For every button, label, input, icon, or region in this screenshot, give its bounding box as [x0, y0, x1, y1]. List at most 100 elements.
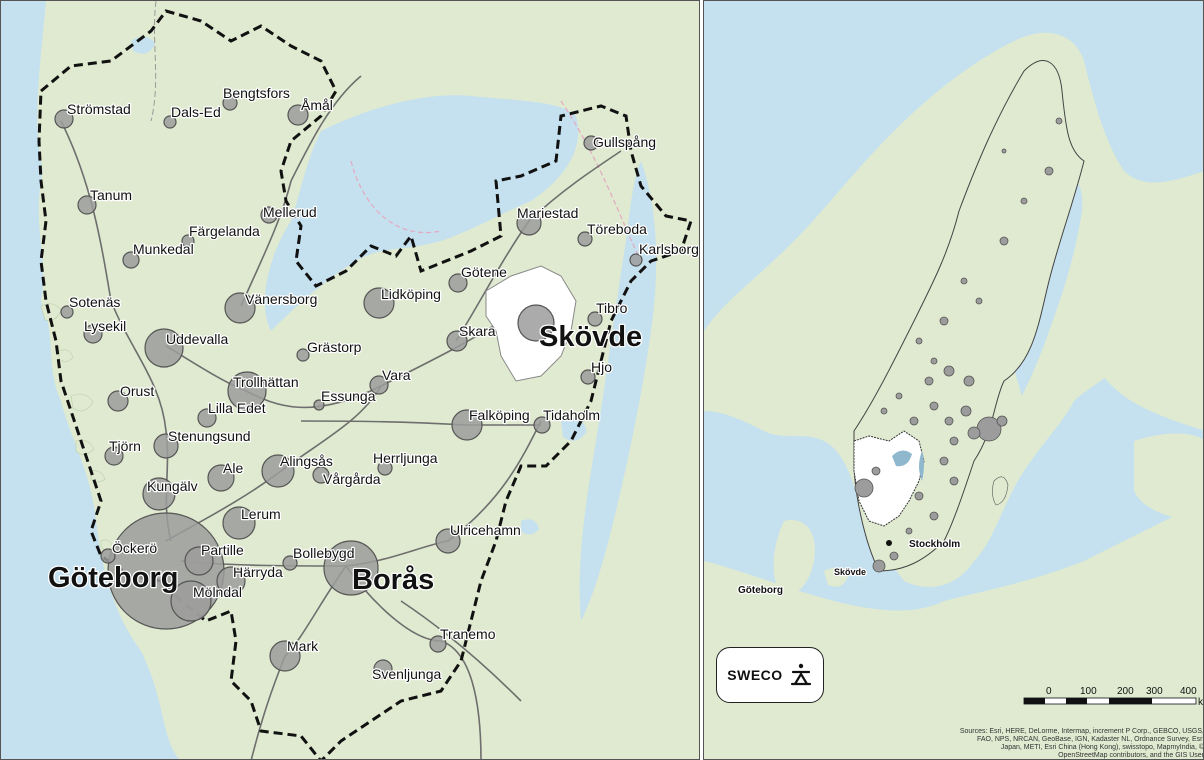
- label-skovde-overview: Skövde: [834, 567, 866, 577]
- circle-mark: [269, 640, 301, 672]
- circle-tanum: [77, 195, 97, 215]
- overview-map-canvas: Göteborg Skövde Stockholm 0 100 200 300 …: [704, 1, 1204, 759]
- circle-vargarda: [312, 466, 330, 484]
- circle-gotene: [448, 273, 468, 293]
- circle-fargelanda: [181, 234, 195, 248]
- circle-alingsas: [261, 454, 295, 488]
- label-falkoping: Falköping: [469, 407, 530, 423]
- label-svenljunga: Svenljunga: [372, 666, 441, 682]
- denmark-land: [773, 520, 848, 595]
- circle-mariestad: [516, 210, 542, 236]
- label-karlsborg: Karlsborg: [639, 241, 699, 257]
- circle-hjo: [580, 369, 596, 385]
- overview-lakes: [892, 450, 924, 481]
- circle-molndal: [170, 580, 212, 622]
- circle-stenungsund: [153, 433, 179, 459]
- scale-label-200: 200: [1117, 686, 1134, 697]
- overview-map[interactable]: Göteborg Skövde Stockholm 0 100 200 300 …: [703, 0, 1204, 760]
- label-bollebygd: Bollebygd: [293, 545, 355, 561]
- circle-lerum: [222, 506, 256, 540]
- gotland-island: [992, 476, 1009, 506]
- circle-karlsborg: [629, 253, 643, 267]
- label-ale: Ale: [223, 460, 243, 476]
- circle-skara: [446, 330, 468, 352]
- circle-skovde: [517, 304, 555, 342]
- label-ulricehamn: Ulricehamn: [450, 522, 521, 538]
- scale-label-100: 100: [1080, 686, 1097, 697]
- label-bengtsfors: Bengtsfors: [223, 85, 290, 101]
- circle-kungalv: [142, 477, 176, 511]
- lake-vanern: [264, 95, 579, 331]
- circle-uddevalla: [144, 328, 184, 368]
- circle-tidaholm: [533, 416, 551, 434]
- label-hjo: Hjo: [591, 359, 612, 375]
- label-tjorn: Tjörn: [109, 438, 141, 454]
- circle-tranemo: [429, 635, 447, 653]
- circle-boras: [323, 540, 379, 596]
- circle-harryda: [216, 566, 246, 596]
- label-lillaedet: Lilla Edet: [208, 400, 266, 416]
- scale-label-300: 300: [1146, 686, 1163, 697]
- scale-unit-label: km: [1198, 697, 1204, 708]
- circle-bengtsfors: [222, 95, 238, 111]
- label-lidkoping: Lidköping: [381, 286, 441, 302]
- lake-vattern: [579, 161, 657, 621]
- circle-bollebygd: [282, 555, 298, 571]
- study-area-boundary: [37, 9, 693, 759]
- regional-map[interactable]: Strömstad Dals-Ed Bengtsfors Åmål Tanum …: [0, 0, 700, 760]
- circle-mellerud: [260, 206, 278, 224]
- label-tibro: Tibro: [596, 300, 628, 316]
- label-lerum: Lerum: [241, 506, 281, 522]
- label-herrljunga: Herrljunga: [373, 450, 438, 466]
- label-grastorp: Grästorp: [307, 339, 362, 355]
- circle-trollhattan: [227, 371, 267, 411]
- circle-ockero: [100, 548, 116, 564]
- label-skara: Skara: [459, 323, 496, 339]
- label-uddevalla: Uddevalla: [166, 331, 228, 347]
- scale-bar: 0 100 200 300 400 km: [1023, 686, 1204, 708]
- label-stenungsund: Stenungsund: [168, 428, 251, 444]
- label-stromstad: Strömstad: [67, 101, 131, 117]
- label-mellerud: Mellerud: [263, 204, 317, 220]
- label-trollhattan: Trollhättan: [233, 374, 299, 390]
- continental-europe: [704, 501, 1203, 759]
- label-gotene: Götene: [461, 264, 507, 280]
- label-molndal: Mölndal: [193, 584, 242, 600]
- label-tidaholm: Tidaholm: [543, 407, 600, 423]
- circle-ale: [207, 464, 235, 492]
- map-attribution: Sources: Esri, HERE, DeLorme, Intermap, …: [959, 728, 1204, 759]
- overview-labels: Göteborg Skövde Stockholm: [737, 538, 962, 598]
- scale-bar-labels: 0 100 200 300 400 km: [1046, 686, 1204, 708]
- overview-population-dots: [854, 117, 1063, 573]
- county-border: [350, 100, 642, 262]
- stockholm-marker: [886, 540, 892, 546]
- west-sea: [1, 1, 180, 759]
- label-lysekil: Lysekil: [84, 318, 126, 334]
- label-kungalv: Kungälv: [147, 478, 198, 494]
- label-vara: Vara: [382, 367, 411, 383]
- circle-toreboda: [577, 231, 593, 247]
- label-toreboda: Töreboda: [587, 221, 647, 237]
- circle-lysekil: [83, 324, 103, 344]
- label-orust: Orust: [120, 383, 154, 399]
- label-alingsas: Alingsås: [280, 453, 333, 469]
- label-goteborg: Göteborg: [48, 562, 179, 594]
- circle-ulricehamn: [435, 528, 461, 554]
- circle-stromstad: [54, 109, 74, 129]
- label-dalsed: Dals-Ed: [171, 104, 221, 120]
- scale-label-0: 0: [1046, 686, 1052, 697]
- circle-lillaedet: [197, 408, 217, 428]
- circle-vanersborg: [224, 292, 256, 324]
- circle-amal: [287, 104, 309, 126]
- label-fargelanda: Färgelanda: [189, 223, 260, 239]
- baltic-states: [1134, 433, 1203, 521]
- sweco-logo: SWECO: [716, 647, 824, 703]
- label-mark: Mark: [287, 638, 319, 654]
- circle-munkedal: [122, 251, 140, 269]
- circle-falkoping: [451, 409, 483, 441]
- sweco-emblem-icon: [790, 663, 811, 686]
- population-circles: [54, 95, 643, 679]
- label-tranemo: Tranemo: [440, 626, 496, 642]
- label-partille: Partille: [201, 542, 244, 558]
- label-skovde: Skövde: [539, 321, 642, 353]
